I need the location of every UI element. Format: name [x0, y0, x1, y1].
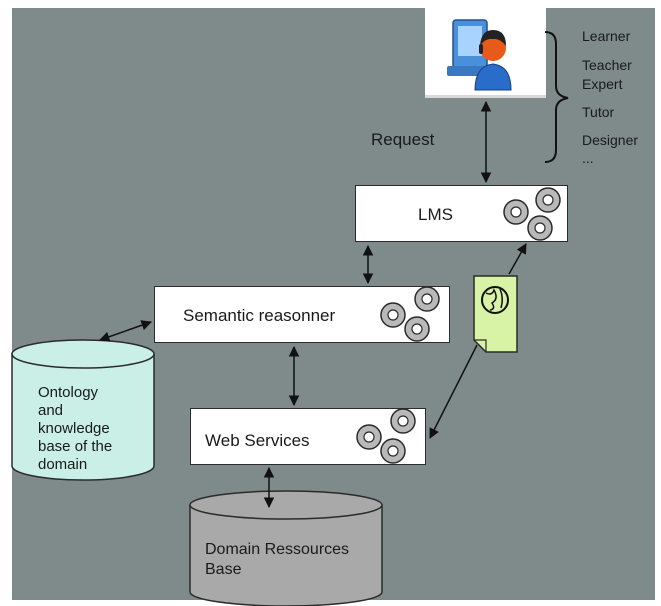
lms-label: LMS: [418, 205, 453, 224]
ontology-line-2: and: [38, 402, 64, 419]
role-teacher: Teacher: [582, 57, 632, 73]
domain-resources-cylinder: [189, 490, 383, 606]
web-services-box: Web Services: [190, 408, 426, 465]
role-tutor: Tutor: [582, 104, 615, 120]
gear-icon: [380, 286, 440, 342]
resources-line-2: Base: [205, 561, 242, 578]
resources-line-1: Domain Ressources: [205, 541, 350, 558]
semantic-reasonner-box: Semantic reasonner: [154, 286, 450, 343]
ontology-cylinder: [11, 339, 155, 481]
lms-box: LMS: [355, 185, 568, 242]
role-more: ...: [582, 150, 594, 166]
ontology-line-3: knowledge: [38, 420, 110, 437]
ontology-line-4: base of the: [38, 438, 113, 455]
web-services-label: Web Services: [205, 431, 310, 450]
gear-icon: [356, 408, 416, 464]
role-designer: Designer: [582, 132, 639, 148]
globe-document-icon: [473, 275, 518, 353]
role-learner: Learner: [582, 28, 631, 44]
user-computer-icon: [447, 19, 512, 91]
role-expert: Expert: [582, 76, 623, 92]
ontology-line-1: Ontology: [38, 384, 99, 401]
request-label: Request: [371, 130, 435, 149]
user-icon-box: [425, 8, 546, 98]
semantic-reasonner-label: Semantic reasonner: [183, 306, 336, 325]
gear-icon: [503, 187, 561, 241]
ontology-line-5: domain: [38, 456, 88, 473]
